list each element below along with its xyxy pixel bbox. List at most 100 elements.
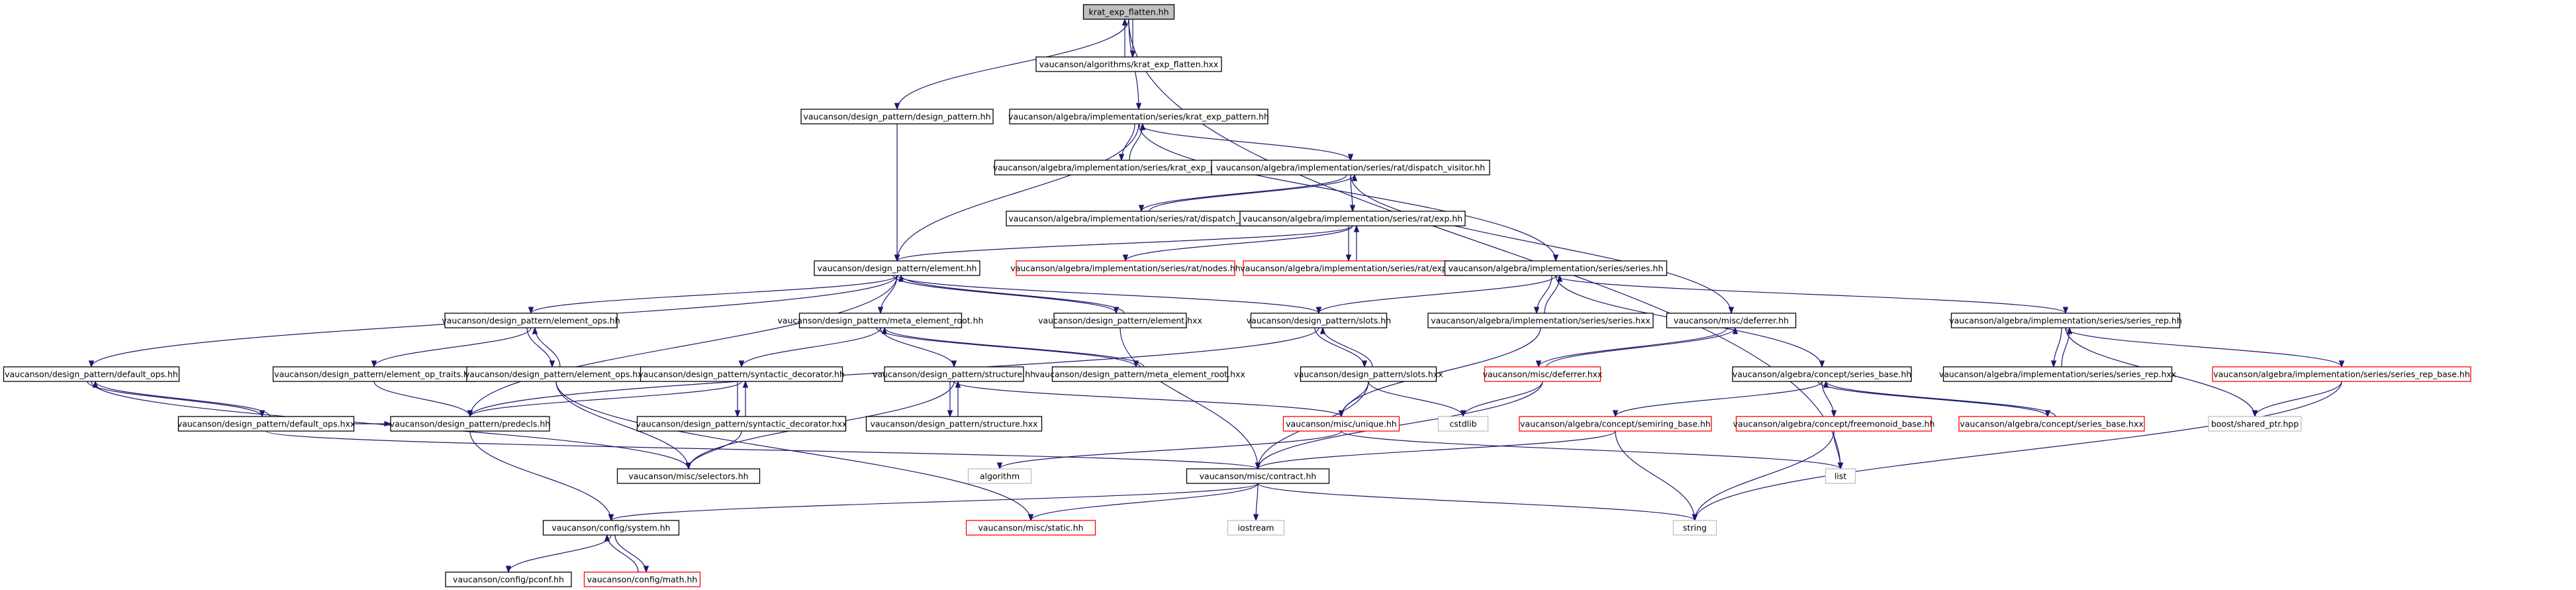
node-label: vaucanson/config/math.hh: [587, 575, 698, 585]
edge-element_hh-to-slots_hh: [896, 275, 1322, 315]
node-box: [1082, 4, 1175, 20]
node-exp-hxx[interactable]: vaucanson/algebra/implementation/series/…: [1240, 260, 1465, 276]
node-default-ops-hh[interactable]: vaucanson/design_pattern/default_ops.hh: [3, 366, 180, 382]
node-static-hh[interactable]: vaucanson/misc/static.hh: [965, 520, 1096, 536]
edge-series_hh-to-slots_hh: [1315, 275, 1556, 315]
node-box: [1666, 313, 1797, 328]
edge-slots_hxx-to-slots_hh: [1319, 326, 1373, 368]
node-slots-hh[interactable]: vaucanson/design_pattern/slots.hh: [1247, 313, 1391, 328]
node-box: [1825, 468, 1856, 484]
node-element-ops-hh[interactable]: vaucanson/design_pattern/element_ops.hh: [442, 313, 620, 328]
node-series-hxx[interactable]: vaucanson/algebra/implementation/series/…: [1427, 313, 1654, 328]
edge-root-to-dp_dp: [894, 19, 1129, 111]
edge-cseries_base_hxx-to-cseries_base_hh: [1823, 380, 2056, 417]
edge-default_ops_hxx-to-default_ops_hh: [92, 380, 271, 417]
node-label: vaucanson/design_pattern/predecls.hh: [390, 419, 550, 429]
node-label: vaucanson/misc/deferrer.hh: [1674, 316, 1789, 326]
node-srb-hh[interactable]: vaucanson/algebra/implementation/series/…: [2212, 366, 2471, 382]
node-box: [1300, 366, 1437, 382]
node-exp-hh[interactable]: vaucanson/algebra/implementation/series/…: [1239, 211, 1466, 226]
node-pconf-hh[interactable]: vaucanson/config/pconf.hh: [445, 571, 572, 587]
node-math-hh[interactable]: vaucanson/config/math.hh: [583, 571, 701, 587]
node-box: [965, 520, 1096, 536]
edge-kep_hh-to-kep_hxx: [1118, 123, 1135, 162]
edge-element_hh-to-element_ops_hh: [528, 275, 898, 315]
node-box: [1735, 416, 1932, 432]
node-label: vaucanson/algebra/implementation/series/…: [1431, 316, 1650, 326]
node-element-hxx[interactable]: vaucanson/design_pattern/element.hxx: [1038, 313, 1202, 328]
node-unique-hh[interactable]: vaucanson/misc/unique.hh: [1282, 416, 1400, 432]
node-label: vaucanson/design_pattern/default_ops.hxx: [177, 419, 356, 429]
edge-contract_hh-to-iostream: [1253, 483, 1259, 522]
node-selectors-hh[interactable]: vaucanson/misc/selectors.hh: [616, 468, 761, 484]
edge-contract_hh-to-system_hh: [608, 483, 1259, 522]
node-nodes-hh[interactable]: vaucanson/algebra/implementation/series/…: [1010, 260, 1241, 276]
node-default-ops-hxx[interactable]: vaucanson/design_pattern/default_ops.hxx: [177, 416, 356, 432]
edge-series_hh-to-series_rep_hh: [1555, 275, 2069, 315]
edge-kep_hxx-to-kep_hh: [1129, 123, 1146, 161]
edge-kep_hh-to-dv_hh: [1138, 123, 1354, 162]
edge-series_rep_hh-to-series_rep_hxx: [2050, 327, 2062, 368]
node-label: vaucanson/algebra/implementation/series/…: [1008, 112, 1269, 122]
node-label: iostream: [1238, 523, 1274, 533]
edge-eot_hh-to-predecls_hh: [373, 381, 473, 418]
node-sd-hxx[interactable]: vaucanson/design_pattern/syntactic_decor…: [636, 416, 847, 432]
node-label: vaucanson/algebra/implementation/series/…: [1243, 214, 1462, 224]
node-box: [865, 416, 1043, 432]
nodes-layer: krat_exp_flatten.hh vaucanson/algorithms/…: [3, 4, 2471, 587]
node-box: [800, 109, 994, 124]
node-mer-hh[interactable]: vaucanson/design_pattern/meta_element_ro…: [778, 313, 984, 328]
node-element-ops-hxx[interactable]: vaucanson/design_pattern/element_ops.hxx: [465, 366, 647, 382]
node-label: vaucanson/algebra/concept/series_base.hh: [1733, 369, 1911, 379]
node-series-hh[interactable]: vaucanson/algebra/implementation/series/…: [1444, 260, 1668, 276]
node-label: vaucanson/design_pattern/syntactic_decor…: [638, 369, 845, 379]
node-label: vaucanson/algorithms/krat_exp_flatten.hx…: [1039, 60, 1219, 70]
node-deferrer-hxx[interactable]: vaucanson/misc/deferrer.hxx: [1483, 366, 1603, 382]
edge-element_ops_hxx-to-element_ops_hh: [532, 326, 561, 368]
node-box: [583, 571, 701, 587]
node-structure-hh[interactable]: vaucanson/design_pattern/structure.hh: [873, 366, 1035, 382]
node-deferrer-hh[interactable]: vaucanson/misc/deferrer.hh: [1666, 313, 1797, 328]
edge-unique_hh-to-algorithm: [996, 430, 1342, 470]
node-semiring-hh[interactable]: vaucanson/algebra/concept/semiring_base.…: [1519, 416, 1712, 432]
node-kep-hh[interactable]: vaucanson/algebra/implementation/series/…: [1008, 109, 1269, 124]
edge-structure_hxx-to-structure_hh: [955, 380, 961, 417]
node-label: algorithm: [980, 471, 1020, 481]
node-label: vaucanson/design_pattern/default_ops.hh: [5, 369, 178, 379]
edge-kep_hh-to-series_hh: [1138, 123, 1559, 262]
node-cseries-base-hh[interactable]: vaucanson/algebra/concept/series_base.hh: [1732, 366, 1912, 382]
node-element-hh[interactable]: vaucanson/design_pattern/element.hh: [814, 260, 980, 276]
edge-cseries_base_hh-to-freemonoid_hh: [1821, 381, 1837, 418]
node-box: [444, 313, 618, 328]
edge-system_hh-to-math_hh: [614, 534, 649, 573]
node-structure-hxx[interactable]: vaucanson/design_pattern/structure.hxx: [865, 416, 1043, 432]
node-box: [3, 366, 180, 382]
node-dv-hh[interactable]: vaucanson/algebra/implementation/series/…: [1211, 160, 1490, 175]
node-predecls-hh[interactable]: vaucanson/design_pattern/predecls.hh: [390, 416, 550, 432]
node-label: vaucanson/algebra/concept/freemonoid_bas…: [1733, 419, 1935, 429]
node-system-hh[interactable]: vaucanson/config/system.hh: [542, 520, 680, 536]
node-sd-hh[interactable]: vaucanson/design_pattern/syntactic_decor…: [638, 366, 845, 382]
node-box: [884, 366, 1024, 382]
node-mer-hxx[interactable]: vaucanson/design_pattern/meta_element_ro…: [1035, 366, 1245, 382]
node-series-rep-hh[interactable]: vaucanson/algebra/implementation/series/…: [1949, 313, 2182, 328]
node-dp-dp[interactable]: vaucanson/design_pattern/design_pattern.…: [800, 109, 994, 124]
node-series-rep-hxx[interactable]: vaucanson/algebra/implementation/series/…: [1939, 366, 2176, 382]
node-root[interactable]: krat_exp_flatten.hh: [1082, 4, 1175, 20]
node-freemonoid-hh[interactable]: vaucanson/algebra/concept/freemonoid_bas…: [1733, 416, 1935, 432]
node-box: [616, 468, 761, 484]
node-slots-hxx[interactable]: vaucanson/design_pattern/slots.hxx: [1294, 366, 1443, 382]
node-box: [1942, 366, 2173, 382]
node-contract-hh[interactable]: vaucanson/misc/contract.hh: [1186, 468, 1330, 484]
node-cseries-base-hxx[interactable]: vaucanson/algebra/concept/series_base.hx…: [1958, 416, 2145, 432]
edges-layer: [87, 18, 2345, 573]
node-alg-hxx[interactable]: vaucanson/algorithms/krat_exp_flatten.hx…: [1035, 56, 1222, 72]
edge-system_hh-to-pconf_hh: [505, 534, 612, 573]
edge-deferrer_hh-to-deferrer_hxx: [1535, 327, 1728, 368]
node-dv-hxx[interactable]: vaucanson/algebra/implementation/series/…: [1006, 211, 1285, 226]
node-label: cstdlib: [1449, 419, 1476, 429]
node-box: [636, 416, 847, 432]
edge-default_ops_hh-to-default_ops_hxx: [87, 381, 265, 418]
node-eot-hh[interactable]: vaucanson/design_pattern/element_op_trai…: [272, 366, 476, 382]
